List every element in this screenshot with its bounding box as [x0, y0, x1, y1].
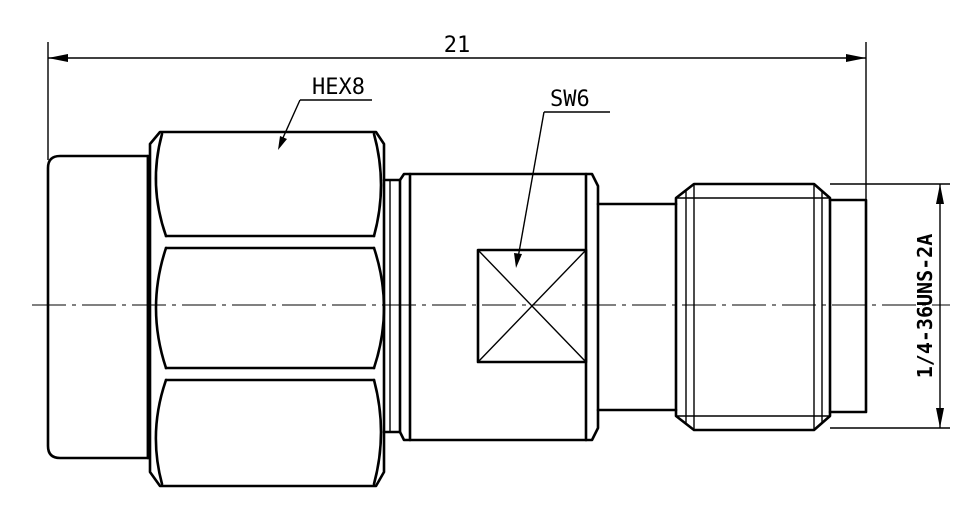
overall-length-label: 21: [444, 33, 471, 58]
hex-nut: [146, 130, 386, 488]
left-nose: [46, 154, 150, 460]
right-tip: [828, 198, 868, 414]
overall-dimension: 21: [47, 33, 867, 200]
thread-section: [674, 182, 832, 432]
thread-label: 1/4-36UNS-2A: [913, 234, 937, 379]
hex-leader: HEX8: [278, 75, 372, 150]
arrow-right: [846, 54, 866, 62]
shaft: [596, 202, 678, 412]
wrench-flat: [476, 248, 588, 364]
wrench-label: SW6: [550, 87, 590, 112]
arrow-left: [48, 54, 68, 62]
wrench-leader: SW6: [514, 87, 610, 268]
neck: [382, 178, 402, 434]
hex-label: HEX8: [312, 75, 365, 100]
thread-dimension: 1/4-36UNS-2A: [830, 183, 950, 429]
main-body: [398, 172, 600, 442]
